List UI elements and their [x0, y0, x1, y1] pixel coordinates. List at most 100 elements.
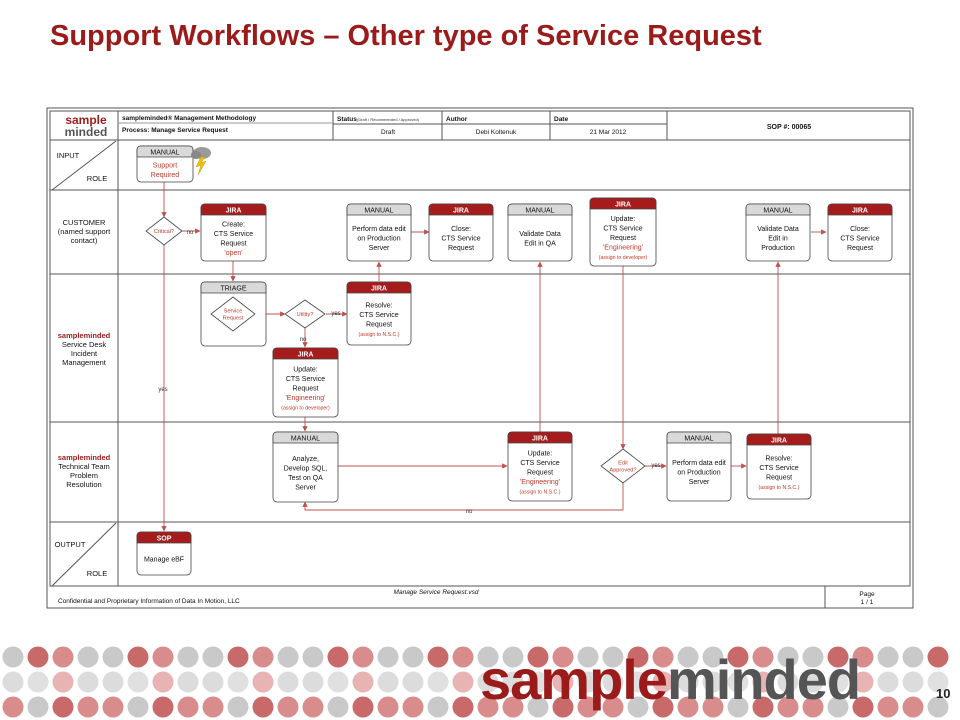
box-text-line: Server [369, 245, 390, 252]
decorative-dot [177, 671, 199, 693]
decorative-dot [377, 646, 399, 668]
box-text-line: Support [153, 162, 178, 169]
lane-technical-team-line4: Resolution [66, 480, 101, 489]
decision-label: Request [223, 316, 244, 322]
decorative-dot [552, 646, 574, 668]
decorative-dot [252, 671, 274, 693]
box-text-line: Request [766, 474, 792, 481]
box-text-line: Develop SQL, [284, 465, 328, 472]
decorative-dot [102, 646, 124, 668]
box-text-line: Perform data edit [672, 460, 726, 467]
decorative-dot [727, 696, 749, 718]
box-text-line: Create: [222, 221, 245, 228]
box-text-line: 'Engineering' [520, 479, 560, 486]
decorative-dot [577, 671, 599, 693]
decorative-dot [877, 696, 899, 718]
decorative-dot [77, 671, 99, 693]
box-text-line: Request [220, 240, 246, 247]
decorative-dot [27, 646, 49, 668]
box-header-label: JIRA [371, 286, 387, 293]
lane-customer-line2: (named support [58, 227, 111, 236]
box-header-band [507, 431, 573, 444]
decorative-dot [927, 696, 949, 718]
decision-label: Critical? [154, 229, 174, 235]
box-text-line: Request [610, 235, 636, 242]
box-text-line: Validate Data [519, 231, 561, 238]
box-text-line: Resolve: [365, 302, 392, 309]
decorative-dot [302, 671, 324, 693]
box-text-line: (assign to N.S.C.) [359, 332, 400, 338]
decorative-dot [627, 671, 649, 693]
box-text-line: CTS Service [840, 236, 879, 243]
decorative-dot [277, 671, 299, 693]
box-text-line: Server [295, 484, 316, 491]
box-header-band [666, 431, 732, 444]
decision-shape [210, 296, 256, 332]
decorative-dot [777, 671, 799, 693]
edge-labels: no yes yes no yes no [158, 230, 660, 515]
box-header-band [746, 433, 812, 446]
decorative-dot [2, 696, 24, 718]
box-header-band [200, 203, 267, 216]
header-date-label: Date [554, 116, 568, 123]
decorative-dot [127, 696, 149, 718]
decorative-dot [602, 671, 624, 693]
box-text-line: CTS Service [286, 376, 325, 383]
decision-label: Approved? [609, 468, 636, 474]
decorative-dot [427, 646, 449, 668]
box-header-label: JIRA [298, 352, 314, 359]
decorative-dot [702, 646, 724, 668]
footer-page-value: 1 / 1 [861, 599, 874, 606]
header-status-label: Status [337, 116, 357, 123]
decorative-dot [27, 671, 49, 693]
box-text-line: CTS Service [441, 236, 480, 243]
box-header-label: JIRA [615, 202, 631, 209]
decorative-dot [852, 646, 874, 668]
lane-service-desk-line3: Incident [71, 349, 98, 358]
box-header-label: MANUAL [364, 208, 393, 215]
box-header-band [827, 203, 893, 216]
box-text-line: Request [527, 470, 553, 477]
decorative-dot [902, 671, 924, 693]
decorative-dot [427, 671, 449, 693]
decorative-dot [552, 671, 574, 693]
box-text-line: Update: [611, 216, 636, 223]
box-header-label: TRIAGE [220, 286, 246, 293]
decorative-dot [177, 696, 199, 718]
box-header-label: MANUAL [684, 436, 713, 443]
box-text-line: Perform data edit [352, 226, 406, 233]
connectors [161, 180, 827, 532]
box-text-line: CTS Service [214, 231, 253, 238]
decorative-dot [402, 646, 424, 668]
decorative-dot [502, 646, 524, 668]
decorative-dot [277, 646, 299, 668]
box-text-line: on Production [357, 236, 400, 243]
decorative-dot [802, 646, 824, 668]
decorative-dot [802, 671, 824, 693]
lane-customer-line1: CUSTOMER [63, 218, 106, 227]
lane-input-label: INPUT [57, 151, 80, 160]
edge-label-edit-yes: yes [651, 463, 660, 469]
box-text-line: Required [151, 172, 180, 179]
box-text-line: 'Engineering' [285, 395, 325, 402]
decorative-dot [477, 696, 499, 718]
box-text-line: Edit in [768, 236, 788, 243]
box-header-band [200, 281, 267, 294]
box-header-band [136, 145, 194, 158]
decorative-dot [452, 671, 474, 693]
decorative-dot [477, 671, 499, 693]
box-header-label: JIRA [453, 208, 469, 215]
diagram-frame [46, 107, 914, 609]
box-header-band [428, 203, 494, 216]
decorative-dot [677, 696, 699, 718]
header-author-value: Debi Koltenuk [476, 129, 517, 136]
decorative-dot [202, 671, 224, 693]
edge-label-utility-yes: yes [331, 311, 340, 317]
decision-shape [145, 216, 183, 246]
